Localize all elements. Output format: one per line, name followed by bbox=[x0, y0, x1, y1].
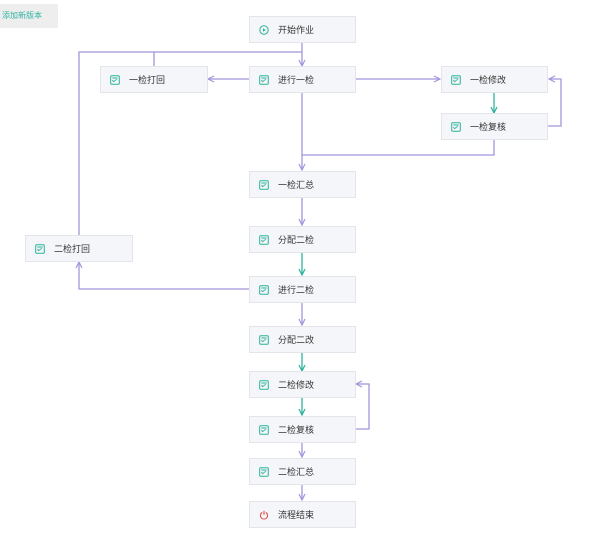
play-circle-icon bbox=[259, 24, 269, 35]
node-label: 一检打回 bbox=[129, 75, 166, 85]
power-icon bbox=[259, 510, 269, 520]
node-second-return[interactable]: 二检打回 bbox=[25, 235, 133, 262]
edge-second-check-to-second-return bbox=[79, 262, 249, 290]
node-first-recheck[interactable]: 一检复核 bbox=[441, 113, 548, 140]
node-second-recheck[interactable]: 二检复核 bbox=[249, 416, 356, 443]
checklist-icon bbox=[259, 234, 269, 245]
node-label: 分配二改 bbox=[278, 335, 315, 345]
node-first-check[interactable]: 进行一检 bbox=[249, 66, 356, 93]
checklist-icon bbox=[259, 466, 269, 477]
checklist-icon bbox=[110, 74, 120, 85]
node-start[interactable]: 开始作业 bbox=[249, 16, 356, 43]
node-label: 流程结束 bbox=[278, 510, 315, 520]
checklist-icon bbox=[259, 74, 269, 85]
node-second-modify[interactable]: 二检修改 bbox=[249, 371, 356, 398]
node-end[interactable]: 流程结束 bbox=[249, 501, 356, 528]
node-label: 二检汇总 bbox=[278, 467, 315, 477]
checklist-icon bbox=[259, 284, 269, 295]
node-first-modify[interactable]: 一检修改 bbox=[441, 66, 548, 93]
node-label: 开始作业 bbox=[278, 25, 315, 35]
edge-first-recheck-to-first-summary bbox=[302, 139, 495, 156]
edge-second-return-loop bbox=[78, 51, 154, 235]
edge-first-return-loop bbox=[153, 51, 302, 66]
node-label: 二检修改 bbox=[278, 380, 315, 390]
node-label: 进行一检 bbox=[278, 75, 315, 85]
node-second-check[interactable]: 进行二检 bbox=[249, 276, 356, 303]
add-new-version-button[interactable]: 添加新版本 bbox=[0, 4, 58, 28]
node-label: 一检复核 bbox=[470, 122, 507, 132]
checklist-icon bbox=[259, 334, 269, 345]
node-label: 一检修改 bbox=[470, 75, 507, 85]
checklist-icon bbox=[259, 424, 269, 435]
node-label: 二检复核 bbox=[278, 425, 315, 435]
node-first-summary[interactable]: 一检汇总 bbox=[249, 171, 356, 198]
node-first-return[interactable]: 一检打回 bbox=[100, 66, 208, 93]
edge-second-recheck-loop bbox=[355, 384, 370, 430]
node-label: 分配二检 bbox=[278, 235, 315, 245]
checklist-icon bbox=[451, 74, 461, 85]
node-label: 进行二检 bbox=[278, 285, 315, 295]
edge-first-recheck-loop bbox=[547, 79, 562, 127]
checklist-icon bbox=[451, 121, 461, 132]
node-assign-second[interactable]: 分配二检 bbox=[249, 226, 356, 253]
node-label: 一检汇总 bbox=[278, 180, 315, 190]
node-second-summary[interactable]: 二检汇总 bbox=[249, 458, 356, 485]
node-assign-modify[interactable]: 分配二改 bbox=[249, 326, 356, 353]
checklist-icon bbox=[35, 243, 45, 254]
checklist-icon bbox=[259, 179, 269, 190]
checklist-icon bbox=[259, 379, 269, 390]
node-label: 二检打回 bbox=[54, 244, 91, 254]
